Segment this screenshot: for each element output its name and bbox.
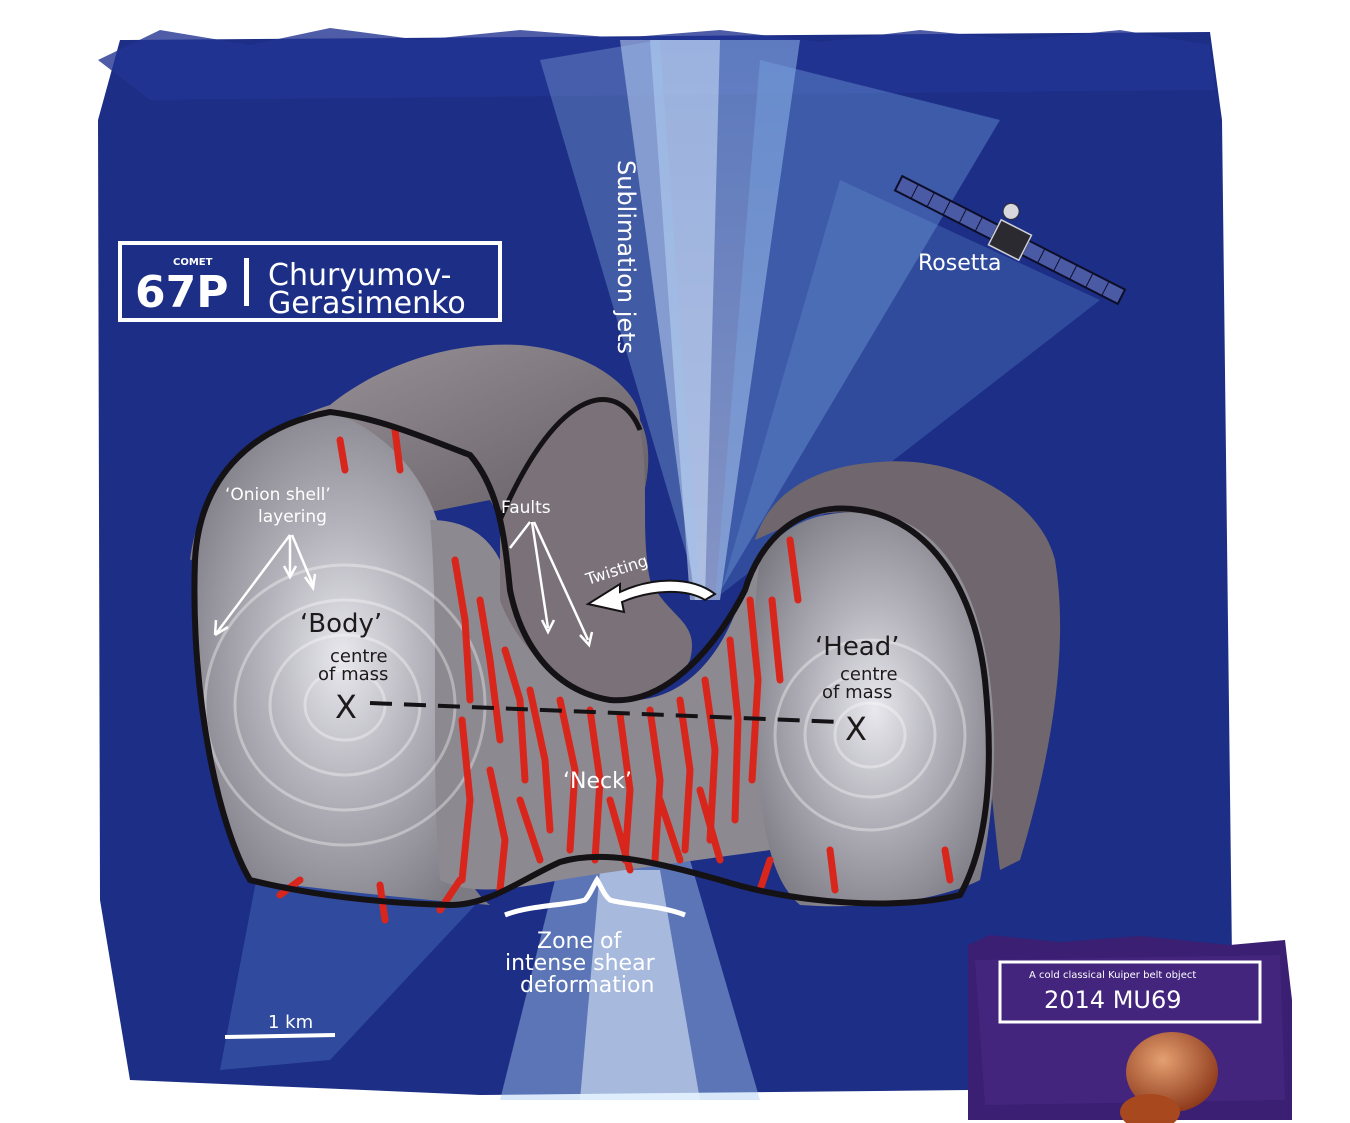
faults-label: Faults (501, 498, 551, 518)
inset-title: 2014 MU69 (1044, 986, 1182, 1014)
title-designation: 67P (135, 267, 228, 318)
body-sublabel-line2: of mass (318, 664, 388, 685)
onion-shell-label-line1: ‘Onion shell’ (225, 485, 331, 505)
scale-bar (225, 1035, 335, 1037)
neck-label: ‘Neck’ (563, 769, 632, 794)
head-centre-marker: X (845, 710, 867, 748)
body-centre-marker: X (335, 688, 357, 726)
scale-label: 1 km (268, 1012, 313, 1033)
inset-subtitle: A cold classical Kuiper belt object (1029, 970, 1196, 981)
body-label: ‘Body’ (300, 609, 382, 639)
inset-panel: A cold classical Kuiper belt object 2014… (968, 935, 1292, 1123)
shear-zone-label-line3: deformation (520, 973, 654, 998)
onion-shell-label-line2: layering (258, 507, 327, 527)
head-sublabel-line2: of mass (822, 682, 892, 703)
title-name-line2: Gerasimenko (268, 286, 466, 321)
head-label: ‘Head’ (815, 632, 900, 662)
sublimation-jets-label: Sublimation jets (612, 160, 640, 354)
rosetta-label: Rosetta (918, 251, 1002, 276)
